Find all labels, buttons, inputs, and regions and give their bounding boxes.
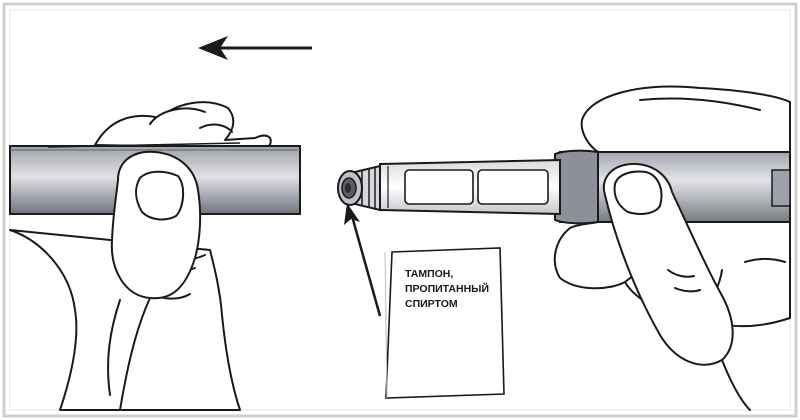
right-thumb [602, 162, 751, 411]
left-thumb [110, 150, 202, 411]
swab-label-line-1: ТАМПОН, [405, 268, 453, 280]
pointer-arrow-icon [344, 203, 382, 317]
swab-label-line-3: СПИРТОМ [405, 298, 458, 310]
alcohol-swab [384, 247, 505, 399]
cartridge-holder [379, 158, 561, 216]
pen-tip [337, 164, 381, 212]
swab-label-line-2: ПРОПИТАННЫЙ [405, 282, 489, 295]
arrow-left-icon [198, 36, 312, 60]
